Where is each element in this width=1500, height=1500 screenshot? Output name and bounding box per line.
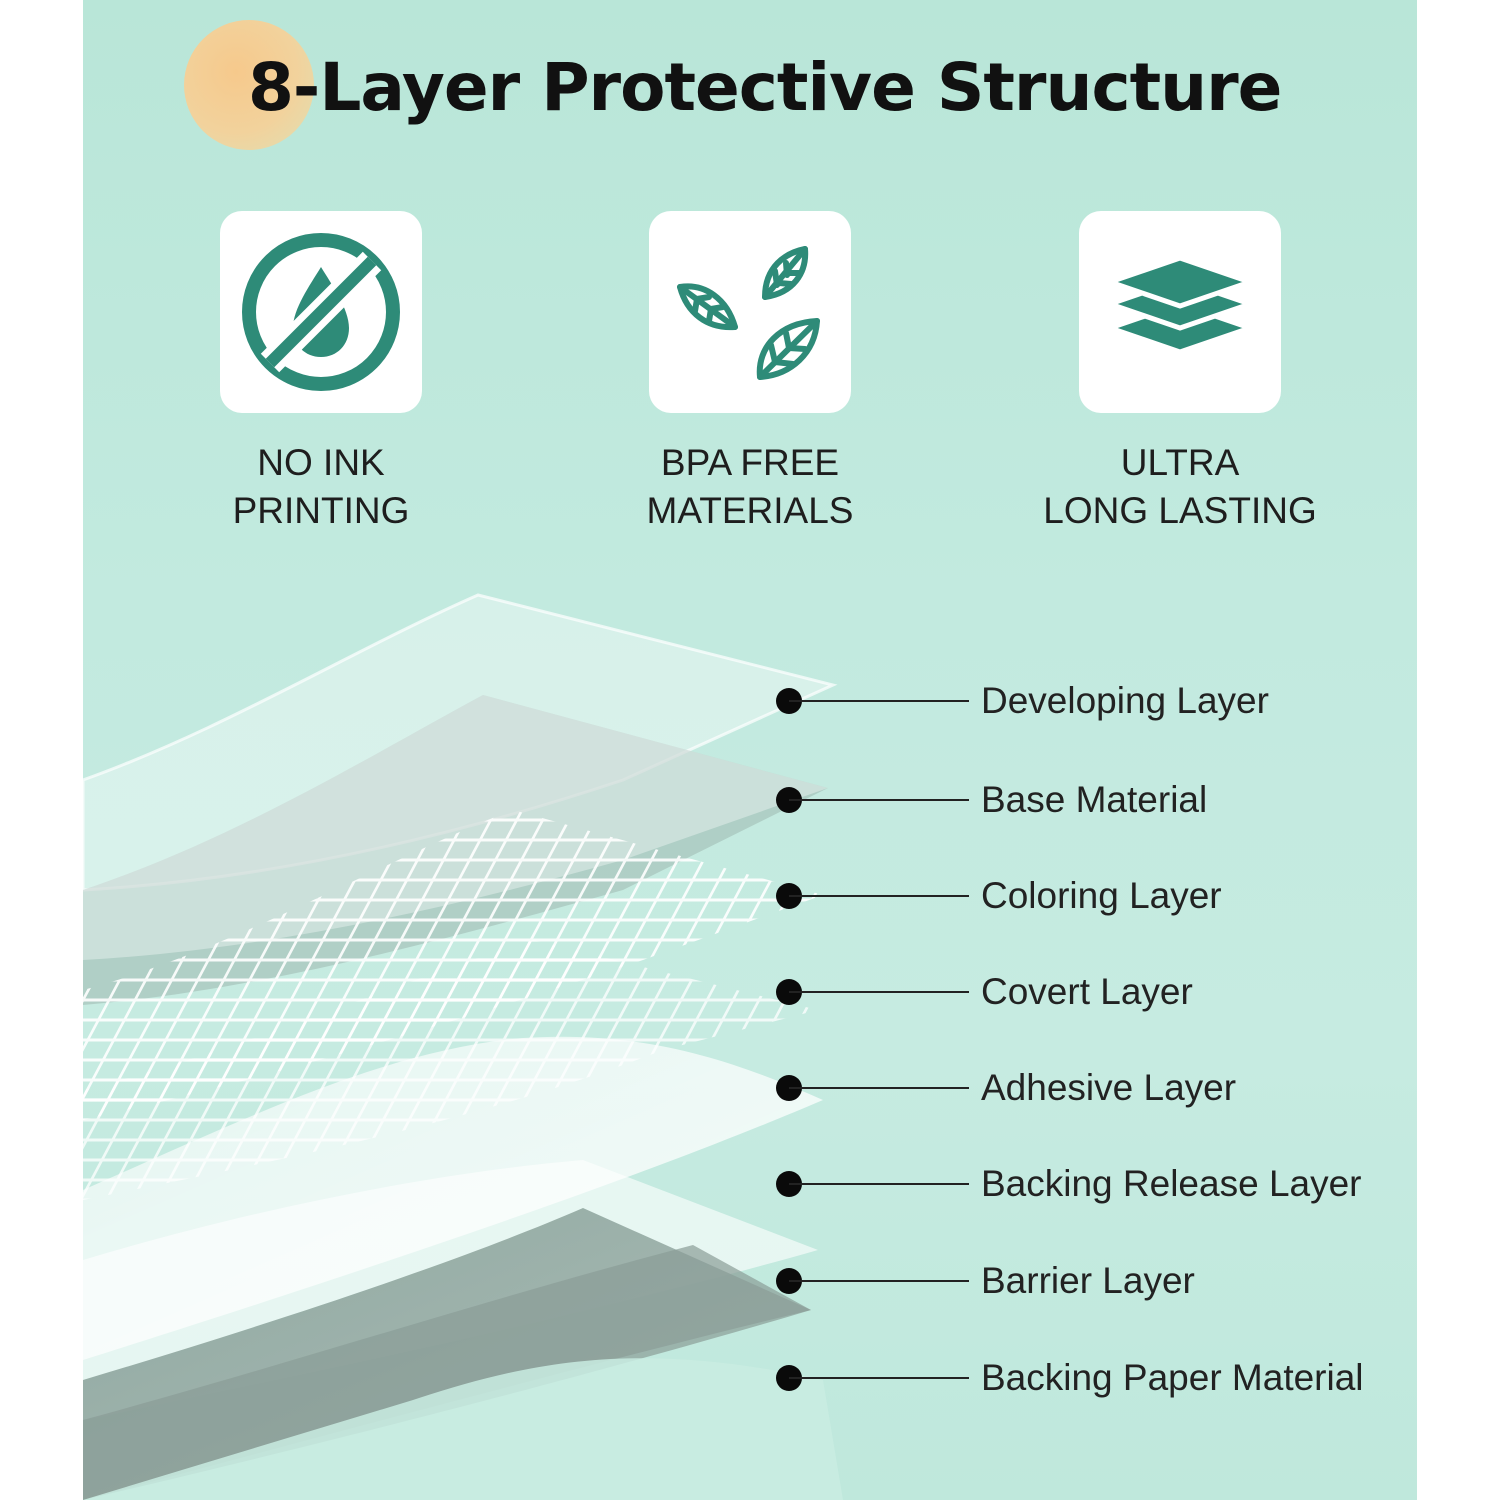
feature-label: NO INK PRINTING (171, 439, 471, 535)
callout-label: Adhesive Layer (981, 1067, 1237, 1108)
feature-icon-box (1079, 211, 1281, 413)
feature-label-line1: NO INK (257, 442, 385, 483)
callout-label: Base Material (981, 779, 1208, 820)
feature-icon-box (649, 211, 851, 413)
callout-label: Backing Release Layer (981, 1163, 1362, 1204)
feature-long-lasting: ULTRA LONG LASTING (1030, 211, 1330, 535)
feature-label-line2: PRINTING (232, 490, 410, 531)
callout-label: Coloring Layer (981, 875, 1222, 916)
feature-label-line1: BPA FREE (660, 442, 840, 483)
callout-label: Backing Paper Material (981, 1357, 1364, 1398)
callout-line (789, 1087, 969, 1089)
feature-label: ULTRA LONG LASTING (1030, 439, 1330, 535)
layers-stack-icon (1102, 255, 1258, 355)
callout-line (789, 895, 969, 897)
feature-icon-box (220, 211, 422, 413)
callout-label: Developing Layer (981, 680, 1269, 721)
callout-label: Covert Layer (981, 971, 1193, 1012)
feature-label: BPA FREE MATERIALS (600, 439, 900, 535)
feature-label-line1: ULTRA (1120, 442, 1240, 483)
feature-no-ink: NO INK PRINTING (171, 211, 471, 535)
accent-circle (184, 20, 314, 150)
callout-line (789, 991, 969, 993)
infographic-panel: 8-Layer Protective Structure NO INK PRIN… (83, 0, 1417, 1500)
layers-illustration (83, 593, 843, 1500)
callout-line (789, 1280, 969, 1282)
page-title: 8-Layer Protective Structure (248, 49, 1282, 126)
feature-label-line2: LONG LASTING (1043, 490, 1317, 531)
callout-label: Barrier Layer (981, 1260, 1195, 1301)
feature-label-line2: MATERIALS (646, 490, 854, 531)
leaves-icon (677, 246, 820, 380)
callout-line (789, 1183, 969, 1185)
no-ink-drop-icon (242, 233, 400, 391)
callout-line (789, 700, 969, 702)
callout-line (789, 799, 969, 801)
feature-bpa-free: BPA FREE MATERIALS (600, 211, 900, 535)
callout-line (789, 1377, 969, 1379)
